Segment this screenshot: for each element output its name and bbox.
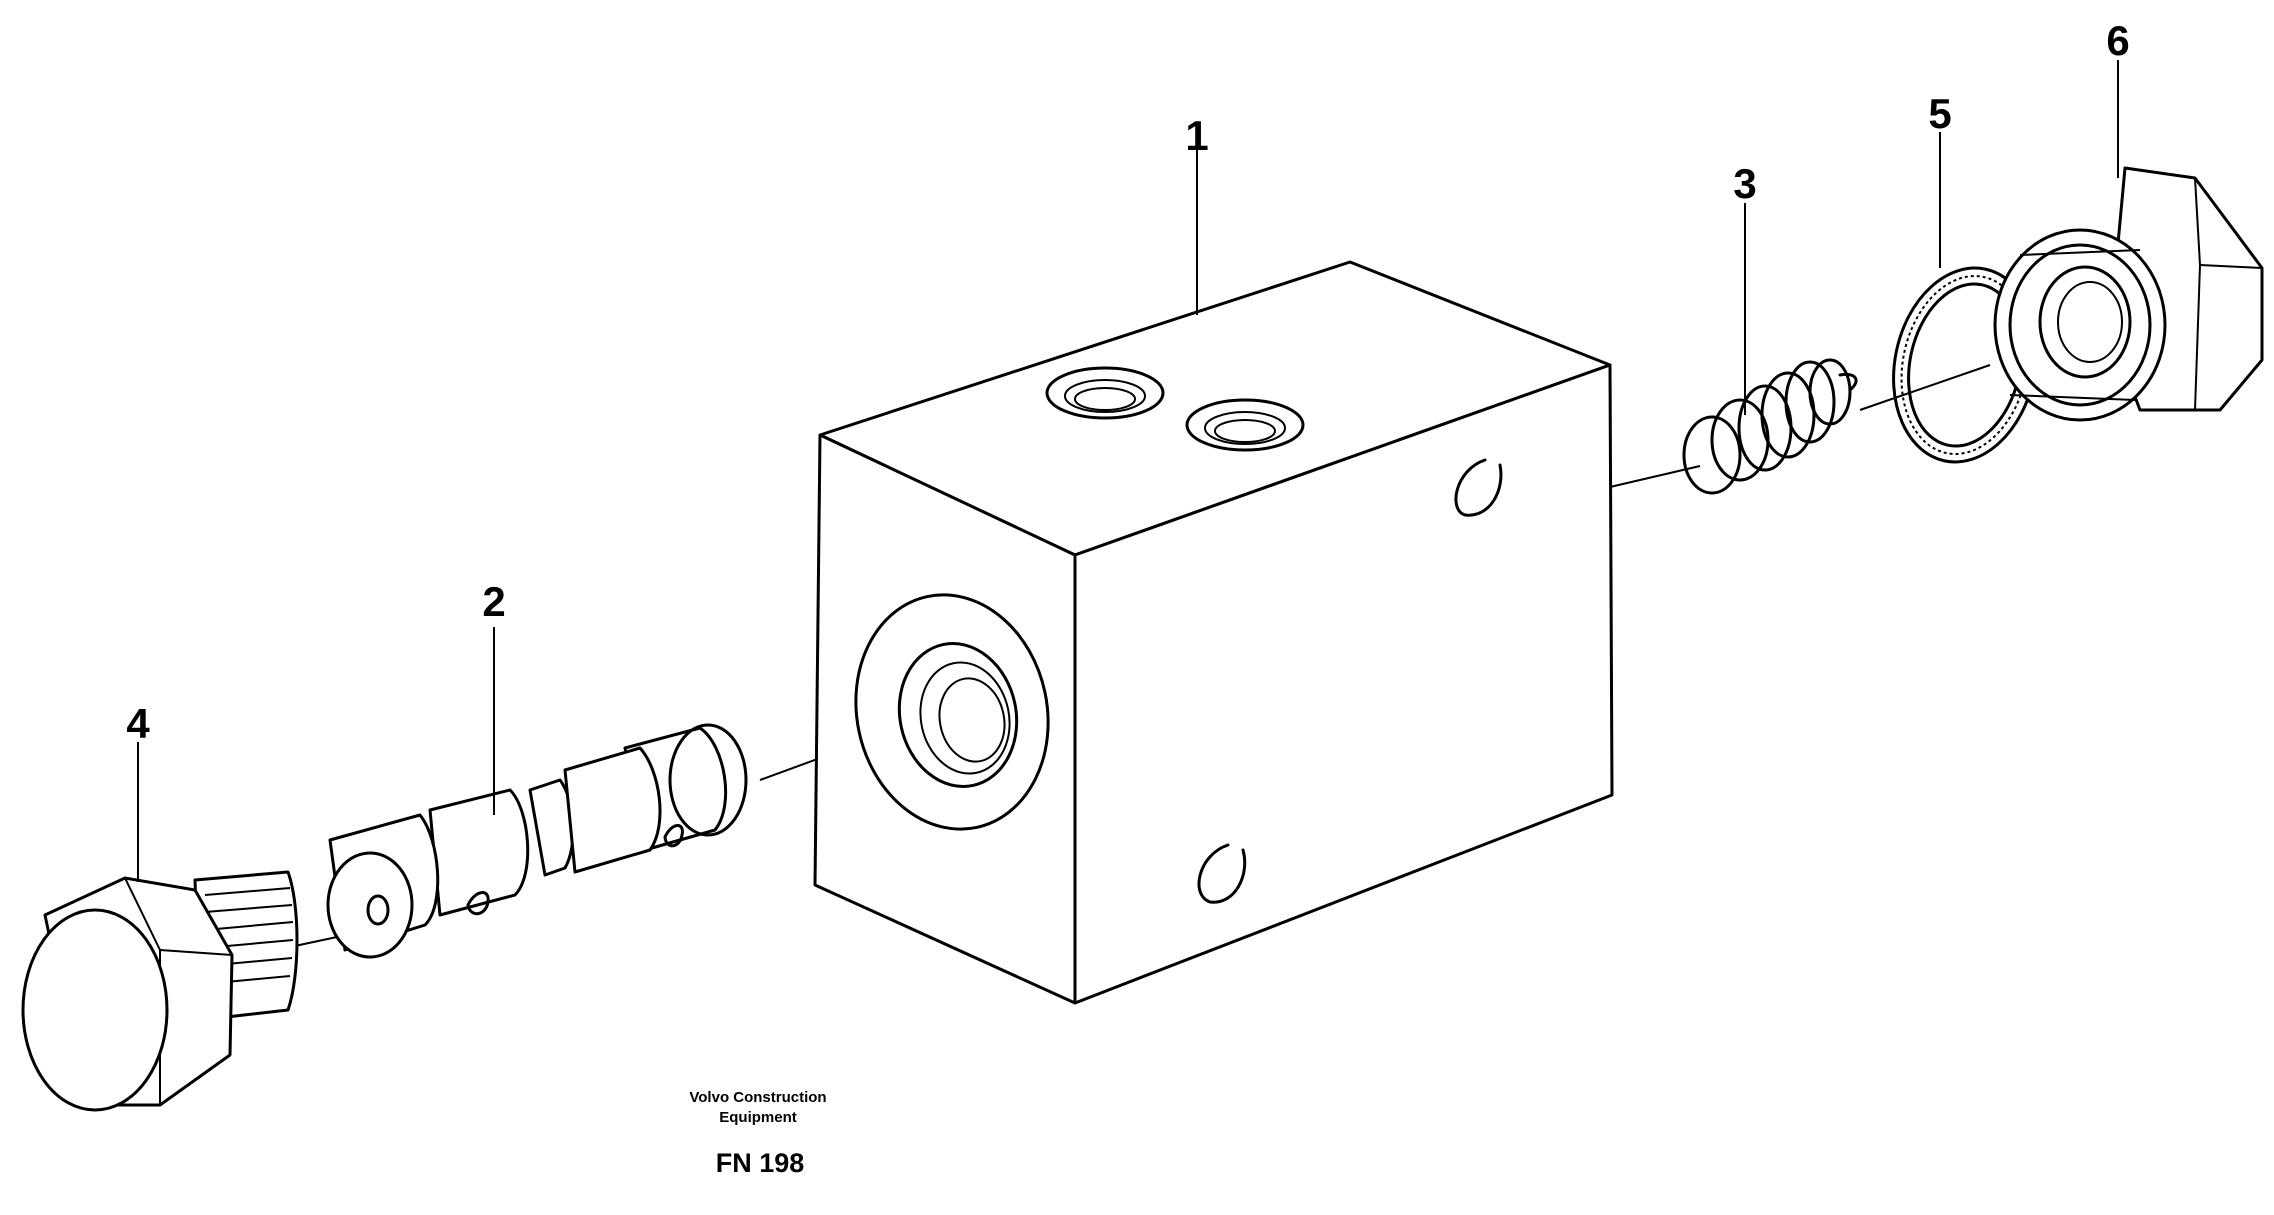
- side-hole-lower: [1197, 843, 1247, 904]
- top-port-right: [1185, 398, 1305, 452]
- top-port-left: [1045, 366, 1165, 420]
- callout-4: 4: [126, 700, 150, 747]
- callout-5: 5: [1928, 90, 1951, 137]
- credit-line-2: Equipment: [719, 1109, 797, 1126]
- side-hole-upper: [1454, 458, 1503, 517]
- spring-part-3: [1682, 358, 1858, 495]
- spool-part-2: [326, 723, 748, 959]
- callout-6: 6: [2106, 17, 2129, 64]
- plug-part-4: [21, 870, 299, 1112]
- callout-3: 3: [1733, 160, 1756, 207]
- callout-1: 1: [1185, 112, 1208, 159]
- front-threaded-port: [854, 593, 1050, 831]
- valve-body-part-1: [813, 260, 1614, 1005]
- plug-part-6: [1993, 166, 2264, 422]
- leader-lines: [137, 60, 2119, 882]
- callout-2: 2: [482, 578, 505, 625]
- credit-line-1: Volvo Construction: [689, 1089, 826, 1106]
- figure-number: FN 198: [716, 1148, 805, 1178]
